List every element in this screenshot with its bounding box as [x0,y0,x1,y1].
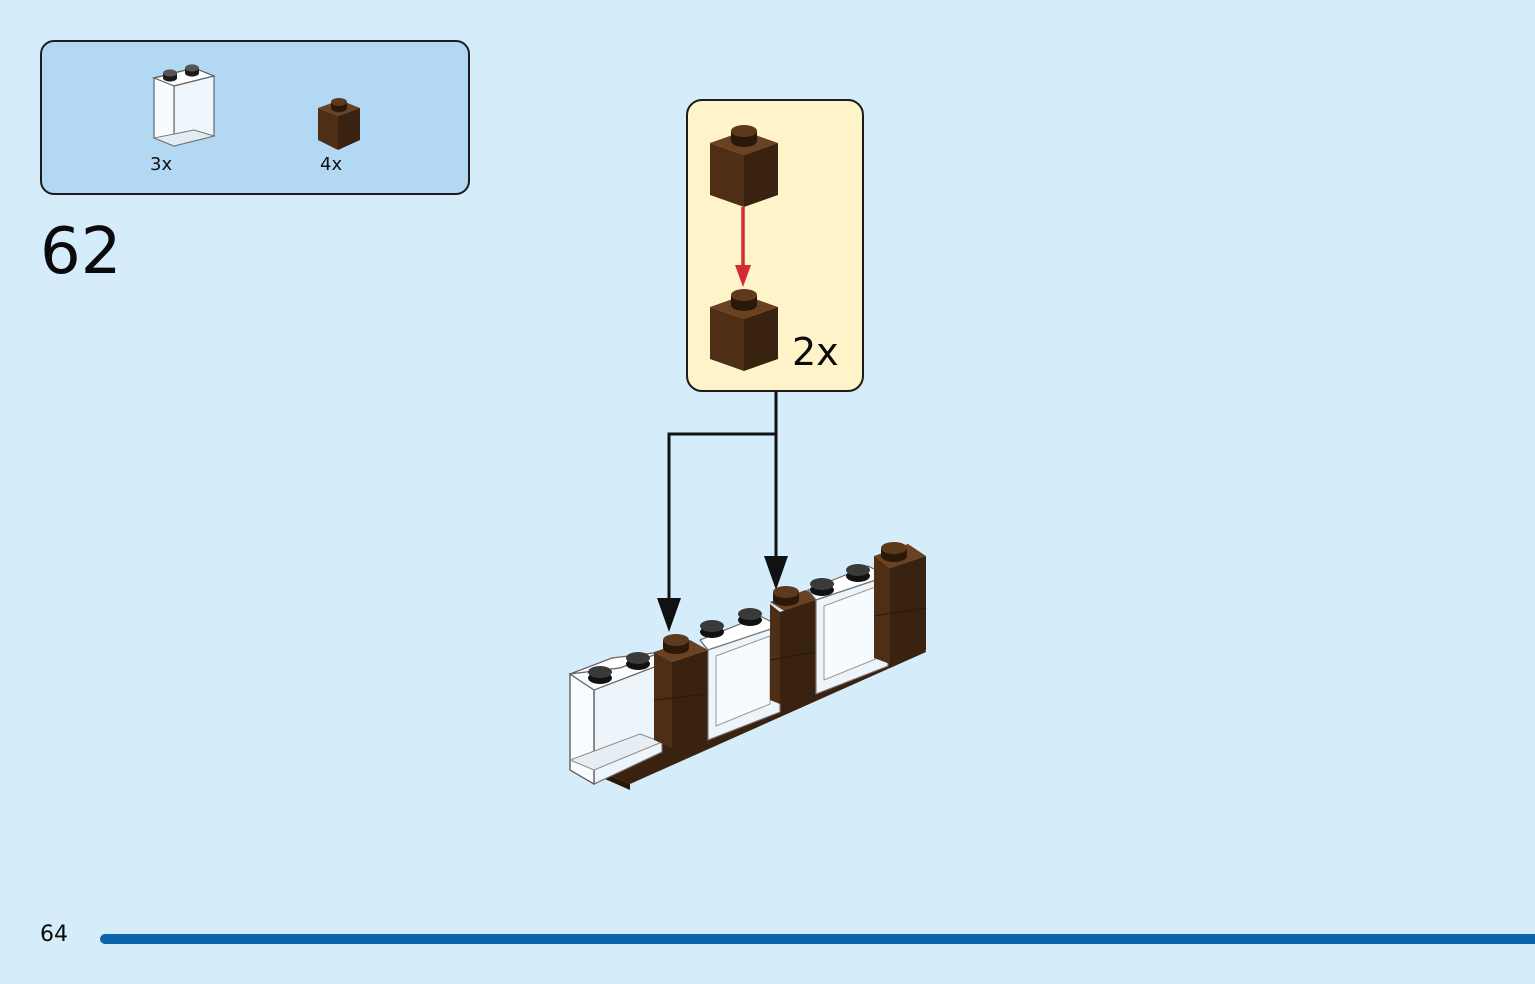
arrow-down-icon [657,598,681,632]
transparent-panel-3 [807,564,890,695]
brown-brick-icon [318,98,360,150]
brown-brick-quantity: 4x [320,154,343,175]
top-brick-icon [710,125,778,207]
transparent-panel-part [146,64,226,156]
brown-brick-part [314,94,364,154]
transparent-panel-1 [568,651,664,786]
callout-quantity: 2x [792,330,839,374]
page-footer-rule [100,934,1535,944]
transparent-panel-icon [152,64,216,147]
placement-arrow-icon [735,207,751,287]
arrow-down-icon [764,556,788,590]
step-number: 62 [40,215,122,289]
parts-list-box: 3x 4x [40,40,470,195]
bottom-brick-icon [710,289,778,371]
brown-column-1 [653,634,709,748]
transparent-panel-quantity: 3x [150,154,173,175]
connector-lines [667,392,778,600]
transparent-panel-2 [699,608,782,741]
brown-column-3 [873,542,927,664]
page-number: 64 [40,922,68,947]
sub-assembly-callout: 2x [686,99,864,392]
brown-base-plate [598,640,926,790]
sub-assembly-diagram [710,125,778,371]
brown-column-2 [769,586,822,704]
